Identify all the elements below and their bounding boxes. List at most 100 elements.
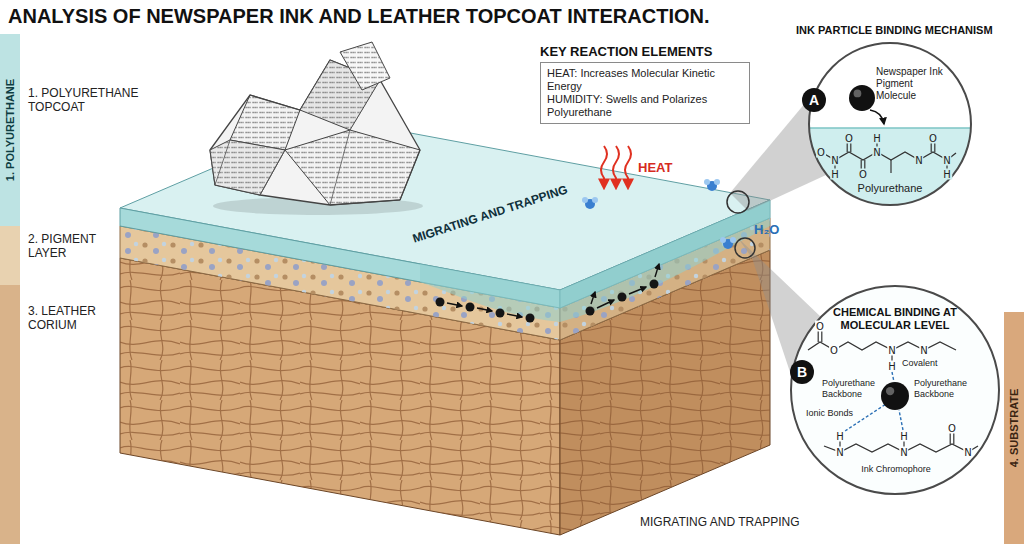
ink-particles — [586, 307, 595, 316]
atom-symbol: O — [816, 147, 826, 158]
water-molecule — [704, 179, 720, 191]
polyurethane-fill — [808, 128, 972, 292]
migration-arrows — [507, 314, 522, 317]
ink-particles — [526, 314, 535, 323]
hydrogen-bond — [892, 372, 894, 382]
water-molecule — [582, 179, 736, 249]
callout-letter: A — [802, 88, 826, 112]
side-band-fill — [0, 285, 20, 544]
ink-particles — [466, 303, 475, 312]
zoom-circle-outline — [809, 43, 971, 205]
molecule-structure — [808, 328, 978, 452]
magnifier-spot — [727, 191, 755, 258]
ink-particle — [881, 382, 909, 410]
migration-arrows — [447, 303, 462, 306]
atom-symbol: N — [963, 447, 972, 458]
ink-particle-highlight — [886, 387, 894, 395]
part-label: Polyurethane Backbone — [914, 378, 972, 400]
motion-arrow — [870, 110, 884, 124]
newspaper — [215, 130, 350, 205]
circle-heading: CHEMICAL BINDING AT MOLECULAR LEVEL — [830, 306, 960, 332]
part-label: Ink Chromophore — [856, 464, 936, 475]
ink-particle-highlight — [854, 90, 862, 98]
heat-label: HEAT — [638, 160, 672, 175]
atom-symbol: N — [887, 345, 896, 356]
layer-label: 3. LEATHER CORIUM — [28, 304, 116, 332]
hydrogen-bond — [899, 410, 903, 430]
callout-badge: A — [802, 88, 826, 112]
part-label: Polyurethane Backbone — [822, 378, 880, 400]
migration-arrows — [655, 264, 659, 277]
atom-symbol: H — [899, 431, 909, 442]
atom-symbol: O — [858, 169, 868, 180]
newspaper — [210, 42, 423, 215]
heat-arrows — [613, 146, 619, 188]
atom-symbol: H — [830, 169, 840, 180]
zoom-circle-outline — [791, 286, 999, 494]
box-text: HUMIDITY: Swells and Polarizes Polyureth… — [547, 93, 743, 119]
atom-symbol: N — [942, 155, 951, 166]
magnifier-spot — [735, 238, 755, 258]
newspaper — [210, 60, 420, 205]
zoom-circle-fill — [808, 42, 972, 292]
heat-arrows — [601, 146, 607, 188]
ink-particles — [436, 280, 659, 323]
atom-symbol: N — [914, 155, 923, 166]
callout-badge: B — [790, 360, 814, 384]
ink-particles — [436, 298, 445, 307]
zoom-circle: CHEMICAL BINDING AT MOLECULAR LEVEL Coval… — [790, 285, 1000, 495]
layer-label: 1. POLYURETHANE TOPCOAT — [28, 86, 140, 114]
migration-arrows — [629, 287, 646, 294]
diagram-title: ANALYSIS OF NEWSPAPER INK AND LEATHER TO… — [8, 5, 710, 28]
atom-symbol: N — [830, 155, 839, 166]
atom-symbol: H — [942, 169, 952, 180]
atom-symbol: O — [947, 423, 957, 434]
circle-heading: INK PARTICLE BINDING MECHANISM — [796, 24, 1020, 36]
newspaper — [340, 42, 390, 90]
heat-arrows — [601, 146, 631, 188]
water-molecule — [704, 179, 710, 185]
water-molecule — [582, 197, 598, 209]
atom-symbol: O — [928, 133, 938, 144]
side-band: 4. SUBSTRATE — [1004, 312, 1024, 544]
process-label: MIGRATING AND TRAPPING — [640, 515, 800, 529]
side-band-fill — [0, 34, 20, 544]
side-band-fill — [0, 226, 20, 285]
side-band-fill — [0, 34, 20, 226]
atom-symbol: N — [899, 447, 908, 458]
newspaper — [285, 130, 420, 205]
water-molecule — [720, 237, 736, 249]
atom-symbol: H — [872, 133, 882, 144]
atom-symbol: N — [872, 147, 881, 158]
bond-line — [890, 160, 891, 173]
key-box: KEY REACTION ELEMENTSHEAT: Increases Mol… — [540, 62, 750, 124]
ink-particles — [496, 309, 505, 318]
newspaper — [340, 42, 390, 90]
surface-line — [808, 127, 972, 129]
water-molecule — [582, 197, 588, 203]
part-label: Newspaper Ink Pigment Molecule — [876, 66, 952, 102]
migration-arrows — [477, 308, 492, 311]
atom-symbol: H — [887, 361, 897, 372]
water-molecule — [730, 237, 736, 243]
box-heading: KEY REACTION ELEMENTS — [540, 44, 712, 59]
atom-symbol: O — [815, 321, 825, 332]
ink-particles — [650, 280, 659, 289]
zoom-circle-fill — [790, 285, 1000, 495]
ink-particle — [849, 85, 875, 111]
bond-label: Covalent — [902, 358, 948, 369]
callout-letter: B — [790, 360, 814, 384]
atom-symbol: N — [919, 345, 928, 356]
atom-symbol: O — [844, 133, 854, 144]
band-label: 1. POLYURETHANE — [4, 79, 16, 181]
side-band: 1. POLYURETHANE — [0, 34, 20, 226]
box-text: HEAT: Increases Molecular Kinetic Energy — [547, 67, 743, 93]
water-label: H₂O — [754, 222, 779, 237]
ink-particles — [618, 293, 627, 302]
band-label: 4. SUBSTRATE — [1008, 389, 1020, 468]
heat-arrows — [625, 146, 631, 188]
bond-label: Ionic Bonds — [806, 408, 860, 419]
zoom-circle-fill — [790, 285, 1000, 495]
water-molecule — [714, 179, 720, 185]
